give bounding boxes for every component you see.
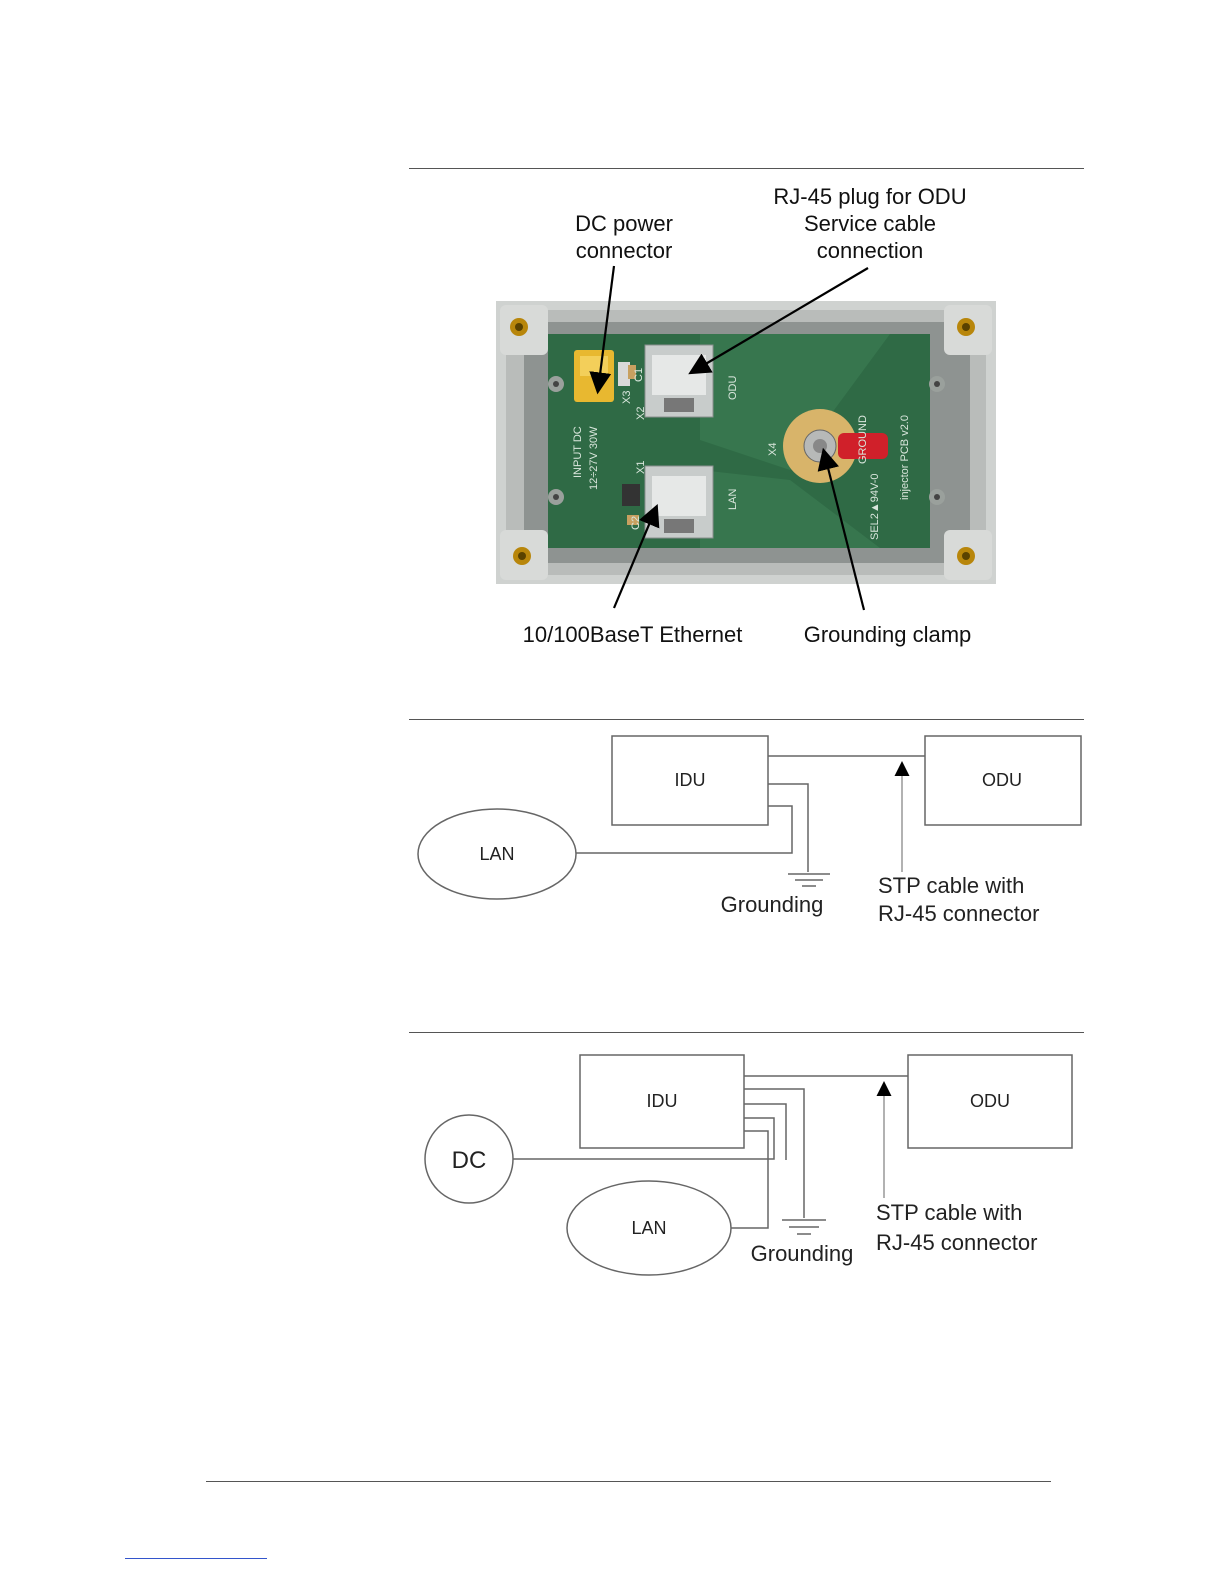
pcb-board: [548, 334, 945, 548]
d2-lan-ellipse: [567, 1181, 731, 1275]
d1-odu-box: [925, 736, 1081, 825]
figure-1-top-rule: [409, 168, 1084, 169]
d2-dc-circle: [425, 1115, 513, 1203]
d2-stp-label-line2: RJ-45 connector: [876, 1230, 1037, 1255]
d1-odu-label: ODU: [982, 770, 1022, 790]
silk-sel: SEL2▲94V-0: [869, 473, 881, 540]
diagram-2: [425, 1055, 1072, 1275]
dc-power-connector-label: DC power connector: [554, 210, 694, 264]
d1-idu-label: IDU: [675, 770, 706, 790]
d2-ground-wire-2: [744, 1104, 786, 1160]
arrow-ethernet: [614, 508, 656, 608]
footer-rule: [206, 1481, 1051, 1482]
silk-c2: C2: [630, 516, 642, 530]
silk-x3: X3: [621, 391, 633, 404]
figure-3-top-rule: [409, 1032, 1084, 1033]
enclosure: [496, 301, 996, 584]
d2-idu-box: [580, 1055, 744, 1148]
silk-x4: X4: [767, 443, 779, 456]
figure-2-top-rule: [409, 719, 1084, 720]
d2-odu-box: [908, 1055, 1072, 1148]
arrow-grounding-clamp: [824, 452, 864, 610]
diagram-1: [418, 736, 1081, 899]
d1-ground-wire: [768, 784, 808, 872]
d1-idu-box: [612, 736, 768, 825]
silk-c1: C1: [633, 368, 645, 382]
silk-input-dc: INPUT DC: [572, 426, 584, 478]
dc-jack: [574, 350, 630, 402]
arrow-dc-power: [598, 266, 614, 390]
d1-lan-ellipse: [418, 809, 576, 899]
d1-lan-label: LAN: [479, 844, 514, 864]
silk-rating: 12÷27V 30W: [588, 426, 600, 490]
d2-odu-label: ODU: [970, 1091, 1010, 1111]
d2-stp-label-line1: STP cable with: [876, 1200, 1022, 1225]
d1-stp-label-line1: STP cable with: [878, 873, 1024, 898]
grounding-clamp: [783, 409, 888, 483]
silk-odu: ODU: [727, 376, 739, 401]
d2-lan-wire: [731, 1131, 768, 1228]
d2-idu-label: IDU: [647, 1091, 678, 1111]
rj45-odu-port: [645, 345, 713, 417]
d2-lan-label: LAN: [631, 1218, 666, 1238]
d2-dc-label: DC: [452, 1147, 487, 1174]
footer-link-underline: [125, 1558, 267, 1559]
grounding-clamp-label: Grounding clamp: [790, 621, 985, 648]
d2-dc-wire: [513, 1118, 774, 1159]
silk-lan: LAN: [727, 489, 739, 510]
d1-lan-wire: [576, 806, 792, 853]
arrow-rj45-odu: [692, 268, 868, 372]
d2-ground-wire-1: [744, 1089, 804, 1218]
silk-ground: GROUND: [857, 415, 869, 464]
rj45-plug-label: RJ-45 plug for ODU Service cable connect…: [750, 183, 990, 264]
silk-x2: X2: [635, 407, 647, 420]
silk-x1: X1: [635, 461, 647, 474]
silk-pcb: injector PCB v2.0: [899, 415, 911, 500]
ethernet-port-label: 10/100BaseT Ethernet: [505, 621, 760, 648]
d2-grounding-label: Grounding: [751, 1241, 854, 1266]
d1-stp-label-line2: RJ-45 connector: [878, 901, 1039, 926]
rj45-lan-port: [645, 466, 713, 538]
d1-grounding-label: Grounding: [721, 892, 824, 917]
